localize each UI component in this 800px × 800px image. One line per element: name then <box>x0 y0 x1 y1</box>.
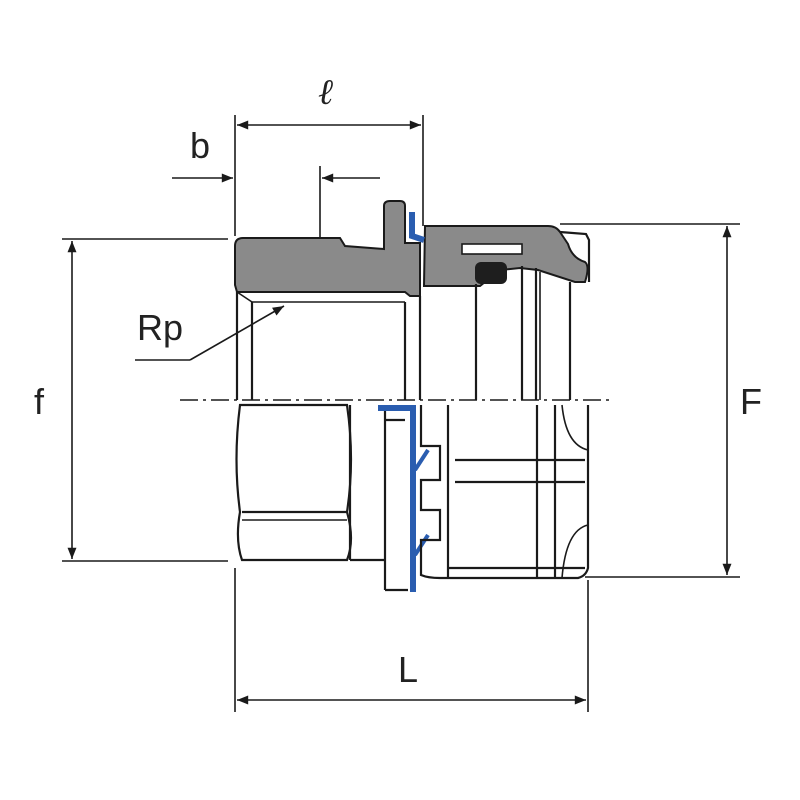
label-f: f <box>34 381 45 422</box>
label-rp: Rp <box>137 307 183 348</box>
collar-exterior <box>419 405 590 580</box>
body-section <box>234 200 421 297</box>
collar-section <box>422 225 589 287</box>
label-F: F <box>740 381 762 422</box>
seal-lower <box>378 405 416 592</box>
dimension-L <box>234 568 589 712</box>
dimension-l <box>234 115 424 236</box>
label-b: b <box>190 125 210 166</box>
upper-section <box>234 200 591 400</box>
tooth-upper <box>413 448 430 472</box>
dimension-f <box>62 238 228 562</box>
lower-view <box>235 403 590 592</box>
label-l: ℓ <box>318 72 333 113</box>
o-ring <box>475 262 507 284</box>
dimension-F <box>560 223 740 578</box>
label-L: L <box>398 649 418 690</box>
seal-upper <box>409 212 425 243</box>
hex-nut <box>235 403 353 562</box>
